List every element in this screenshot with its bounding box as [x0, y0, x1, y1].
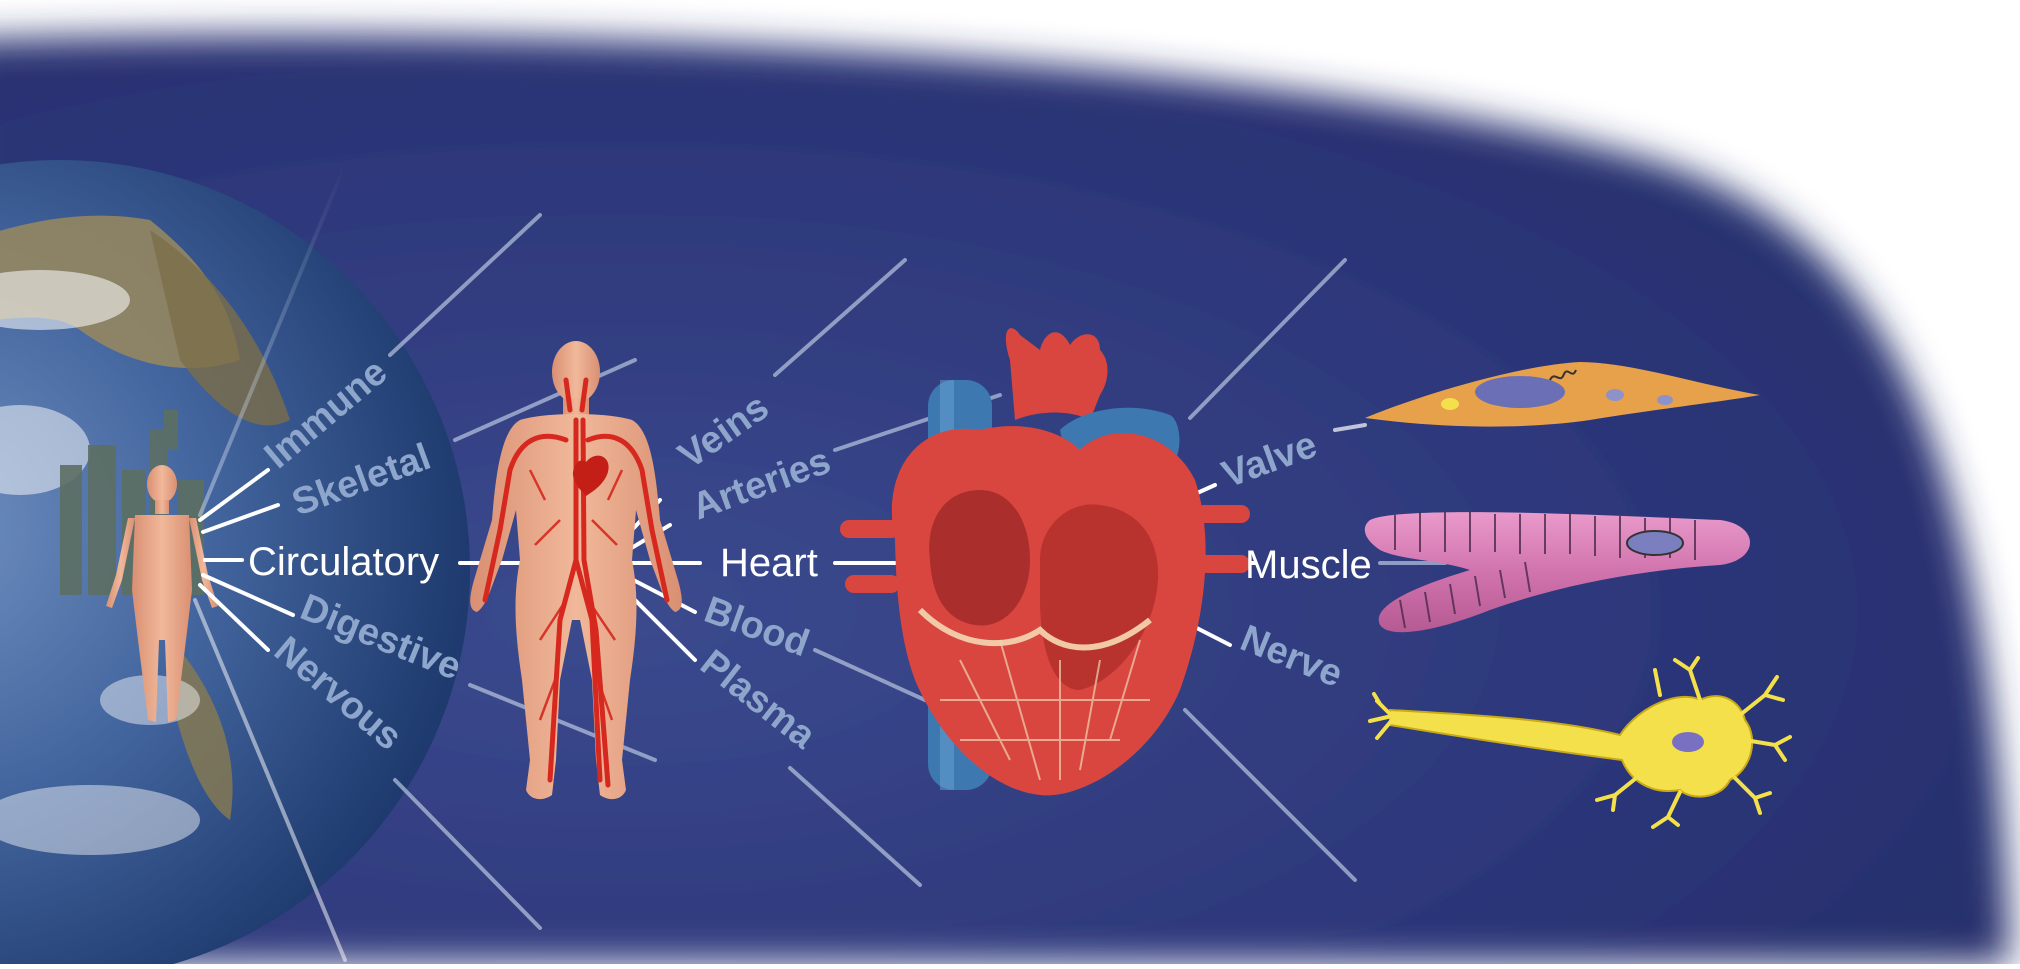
label-muscle: Muscle	[1245, 543, 1372, 587]
label-heart: Heart	[720, 541, 818, 585]
label-circulatory: Circulatory	[248, 540, 439, 584]
